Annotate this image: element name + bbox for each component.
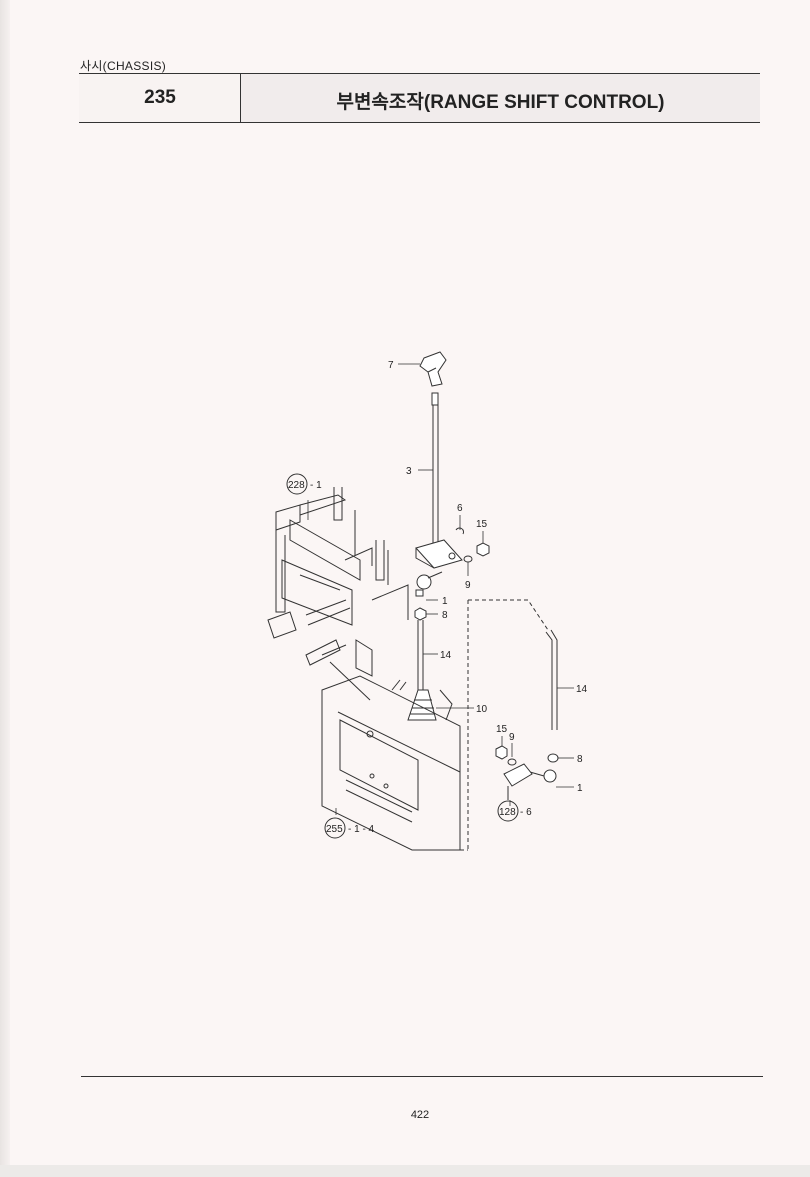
header-rule-top xyxy=(79,73,760,74)
scan-edge xyxy=(0,1165,810,1177)
footer-rule xyxy=(81,1076,763,1077)
reference-128-suffix: - 6 xyxy=(520,807,532,818)
connecting-rod-part xyxy=(417,620,424,690)
connecting-rod-part xyxy=(545,629,558,730)
ball-joint-part xyxy=(529,769,557,783)
callout-15: 15 xyxy=(496,724,508,735)
header-number-cell xyxy=(79,74,240,122)
lower-frame-part xyxy=(321,675,461,851)
reference-128: 128 xyxy=(499,807,516,818)
callout-15: 15 xyxy=(476,519,488,530)
parts-diagram: 7 3 6 15 9 1 8 14 10 14 15 9 8 1 228 - 1… xyxy=(267,351,588,851)
lever-arm-part xyxy=(415,539,463,569)
nut-part xyxy=(476,542,490,557)
page-number: 422 xyxy=(410,1109,430,1121)
reference-circle xyxy=(286,473,308,495)
knob-part xyxy=(419,351,447,387)
header-divider xyxy=(240,73,241,123)
page-edge xyxy=(0,0,10,1177)
callout-8: 8 xyxy=(577,754,583,765)
lever-arm-part xyxy=(495,745,533,800)
upper-frame-part xyxy=(267,487,409,701)
ball-joint-part xyxy=(415,571,443,597)
nut-part xyxy=(547,753,559,763)
callout-7: 7 xyxy=(388,360,394,371)
reference-255-suffix: - 1 - 4 xyxy=(348,824,375,835)
header-rule-bottom xyxy=(79,122,760,123)
callout-9: 9 xyxy=(509,732,515,743)
nut-part xyxy=(414,607,427,621)
reference-228-suffix: - 1 xyxy=(310,480,322,491)
callout-1: 1 xyxy=(442,596,448,607)
callout-3: 3 xyxy=(406,466,412,477)
callout-10: 10 xyxy=(476,704,488,715)
callout-14: 14 xyxy=(576,684,588,695)
clip-part xyxy=(455,527,464,535)
callout-8: 8 xyxy=(442,610,448,621)
page-title: 부변속조작(RANGE SHIFT CONTROL) xyxy=(336,92,665,113)
section-label: 사시(CHASSIS) xyxy=(80,59,167,73)
reference-228: 228 xyxy=(288,480,305,491)
reference-circle xyxy=(324,817,346,839)
callout-9: 9 xyxy=(465,580,471,591)
boot-part xyxy=(407,689,437,721)
reference-255: 255 xyxy=(326,824,343,835)
phantom-lines xyxy=(418,599,549,851)
leader-lines xyxy=(307,363,574,815)
reference-circle xyxy=(497,800,519,822)
callout-6: 6 xyxy=(457,503,463,514)
washer-part xyxy=(463,555,473,563)
shift-rod-part xyxy=(431,392,439,545)
reference-number: 235 xyxy=(144,87,176,108)
header-title-cell xyxy=(241,74,760,122)
callout-14: 14 xyxy=(440,650,452,661)
callout-1: 1 xyxy=(577,783,583,794)
